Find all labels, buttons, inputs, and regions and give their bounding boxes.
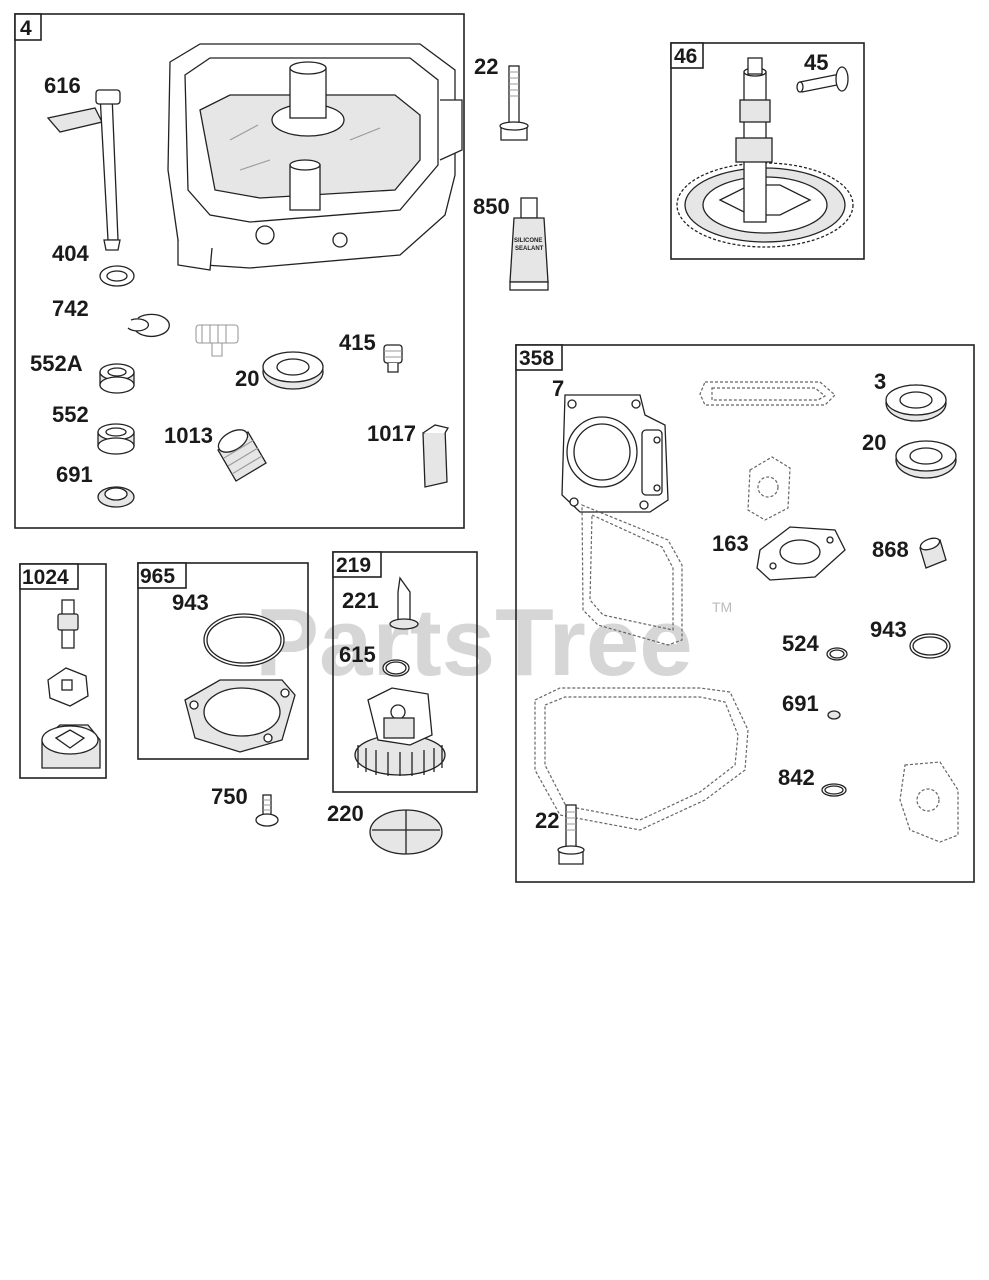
part-750-screw[interactable] (255, 794, 279, 827)
callout-552[interactable]: 552 (52, 402, 89, 427)
callout-943-a[interactable]: 943 (172, 590, 209, 615)
part-842-o-ring[interactable] (821, 783, 847, 797)
callout-3[interactable]: 3 (874, 369, 886, 394)
group-1024[interactable]: 1024 (19, 563, 107, 779)
part-850-sealant-tube[interactable]: SILICONE SEALANT (509, 197, 549, 291)
ghost-cover-gasket (534, 381, 959, 843)
camshaft-gear[interactable] (676, 57, 854, 248)
part-943-o-ring-a[interactable] (203, 613, 285, 667)
governor-gear-assembly[interactable] (354, 687, 446, 776)
part-691-seal[interactable] (97, 486, 135, 508)
part-742-e-ring[interactable] (127, 313, 170, 338)
group-4[interactable]: 4 616 404 (14, 13, 465, 529)
part-1017-clip[interactable] (422, 424, 450, 488)
callout-163[interactable]: 163 (712, 531, 749, 556)
part-7-head-gasket[interactable] (561, 394, 669, 513)
callout-220[interactable]: 220 (327, 801, 364, 826)
tube-label-line2: SEALANT (515, 246, 544, 252)
callout-524[interactable]: 524 (782, 631, 819, 656)
part-415-plug[interactable] (383, 344, 403, 373)
callout-742[interactable]: 742 (52, 296, 89, 321)
part-221-governor-pin[interactable] (389, 576, 419, 630)
callout-691-a[interactable]: 691 (56, 462, 93, 487)
part-22-bolt-b[interactable] (557, 804, 585, 865)
part-615-ring[interactable] (382, 659, 410, 677)
part-20-bearing-a[interactable] (262, 351, 324, 390)
part-22-bolt-a[interactable] (499, 65, 529, 141)
part-868-plug[interactable] (919, 536, 947, 569)
group-tag-46: 46 (674, 45, 697, 68)
callout-22-a[interactable]: 22 (474, 54, 498, 79)
callout-415[interactable]: 415 (339, 330, 376, 355)
group-tag-4: 4 (20, 17, 32, 40)
part-163-gasket[interactable] (756, 526, 846, 581)
callout-45[interactable]: 45 (804, 50, 828, 75)
callout-850[interactable]: 850 (473, 194, 510, 219)
part-524-o-ring[interactable] (826, 647, 848, 661)
part-45-pin[interactable] (796, 66, 849, 93)
part-552-bushing[interactable] (97, 423, 135, 455)
callout-1013[interactable]: 1013 (164, 423, 213, 448)
group-46[interactable]: 46 45 (670, 42, 865, 260)
group-tag-965: 965 (140, 565, 175, 588)
ghost-plug (195, 324, 239, 357)
part-943-o-ring-b[interactable] (909, 633, 951, 659)
callout-20-a[interactable]: 20 (235, 366, 259, 391)
part-1013-sleeve[interactable] (215, 425, 267, 482)
callout-22-b[interactable]: 22 (535, 808, 559, 833)
oil-pump-rotor-set[interactable] (41, 599, 101, 769)
part-220-washer[interactable] (369, 809, 443, 855)
callout-943-b[interactable]: 943 (870, 617, 907, 642)
callout-750[interactable]: 750 (211, 784, 248, 809)
group-358[interactable]: 358 7 (515, 344, 975, 883)
group-219[interactable]: 219 221 615 (332, 551, 478, 793)
callout-616[interactable]: 616 (44, 73, 81, 98)
part-616-governor-shaft[interactable] (46, 89, 121, 251)
group-tag-219: 219 (336, 554, 371, 577)
callout-404[interactable]: 404 (52, 241, 89, 266)
callout-552a[interactable]: 552A (30, 351, 83, 376)
callout-7[interactable]: 7 (552, 376, 564, 401)
callout-20-b[interactable]: 20 (862, 430, 886, 455)
group-tag-1024: 1024 (22, 566, 69, 589)
callout-868[interactable]: 868 (872, 537, 909, 562)
callout-221[interactable]: 221 (342, 588, 379, 613)
part-404-washer[interactable] (99, 265, 135, 287)
part-3-seal[interactable] (885, 384, 947, 422)
crankcase-sump[interactable] (167, 43, 463, 271)
part-552a-bushing[interactable] (99, 363, 135, 394)
callout-615[interactable]: 615 (339, 642, 376, 667)
callout-1017[interactable]: 1017 (367, 421, 416, 446)
part-20-bearing-b[interactable] (895, 440, 957, 479)
part-691-seal-b[interactable] (827, 710, 841, 720)
group-965[interactable]: 965 943 (137, 562, 309, 760)
watermark-tm: TM (712, 599, 732, 615)
watermark-text: PartsTree (255, 589, 693, 696)
tube-label-line1: SILICONE (514, 238, 542, 244)
callout-842[interactable]: 842 (778, 765, 815, 790)
group-tag-358: 358 (519, 347, 554, 370)
callout-691-b[interactable]: 691 (782, 691, 819, 716)
oil-pump-cover[interactable] (184, 679, 296, 753)
